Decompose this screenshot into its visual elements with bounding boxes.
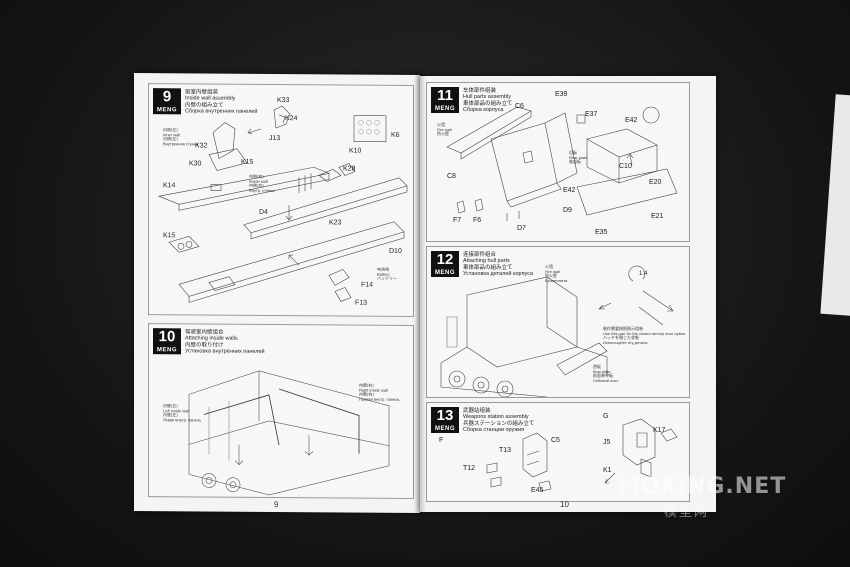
part-label-J13: J13 <box>269 134 281 143</box>
part-label-F13: F13 <box>355 299 368 307</box>
part-label-G: G <box>603 413 609 420</box>
step-9-panel: 9 MENG 驱室内壁组装 Inside wall assembly 内壁の組み… <box>148 83 414 317</box>
step-13-panel: 13 MENG 武器站组装 Weapons station assembly 兵… <box>426 402 690 502</box>
right-page: 11 MENG 车体部件组装 Hull parts assembly 車体部品の… <box>420 76 716 512</box>
part-label-D7: D7 <box>517 225 526 232</box>
part-label-F7: F7 <box>453 217 462 224</box>
page-number: 10 <box>560 500 569 509</box>
part-label-K10: K10 <box>349 147 362 155</box>
part-label-E20: E20 <box>649 179 662 186</box>
step-number: 13 <box>436 407 454 424</box>
step-9-drawing <box>157 105 408 303</box>
part-label-D10: D10 <box>389 247 402 255</box>
part-label-T13: T13 <box>499 447 512 454</box>
part-label-E37: E37 <box>585 111 598 118</box>
part-label-K24: K24 <box>285 115 298 123</box>
step-badge: 11 MENG <box>431 87 459 113</box>
part-label-K23: K23 <box>329 219 342 227</box>
step-number: 12 <box>436 251 454 268</box>
part-label-K6: K6 <box>391 131 400 139</box>
step-13-drawing <box>486 418 678 492</box>
step-badge: 12 MENG <box>431 251 459 277</box>
part-label-E42: E42 <box>625 117 638 124</box>
part-label-E39: E39 <box>555 91 568 98</box>
page-number: 9 <box>274 499 279 510</box>
part-label-J5: J5 <box>603 439 611 446</box>
part-label-D9: D9 <box>563 207 572 214</box>
part-label-C8: C8 <box>447 173 456 180</box>
step-title: 车体部件组装 Hull parts assembly 車体部品の組み立て Сбо… <box>463 88 513 114</box>
part-label-C6: C6 <box>515 103 524 110</box>
part-label-E42-lower: E42 <box>563 187 576 194</box>
part-label-T12: T12 <box>463 465 476 472</box>
step-11-drawing <box>446 106 678 221</box>
part-label-K14: K14 <box>163 182 176 190</box>
part-label-K15: K15 <box>241 158 254 166</box>
part-label-K1: K1 <box>603 467 612 474</box>
step-number: 11 <box>437 87 453 104</box>
part-label-C5: C5 <box>551 437 560 444</box>
step-10-drawing <box>188 370 390 496</box>
part-label-K15-lower: K15 <box>163 232 176 240</box>
step-badge: 13 MENG <box>431 407 459 433</box>
part-label-E45: E45 <box>531 487 544 494</box>
left-page: 9 MENG 驱室内壁组装 Inside wall assembly 内壁の組み… <box>134 73 420 513</box>
step-12-drawing <box>440 265 674 397</box>
brand-mark: MENG <box>435 426 455 432</box>
part-label-K30: K30 <box>189 160 202 168</box>
watermark-subtext: 模型网 <box>664 505 710 520</box>
part-label-F14: F14 <box>361 281 374 289</box>
part-label-C10: C10 <box>619 163 632 170</box>
instruction-booklet: 9 MENG 驱室内壁组装 Inside wall assembly 内壁の組み… <box>128 73 718 514</box>
step-title: 连接部件组合 Attaching hull parts 車体部品の組み立て Ус… <box>463 252 534 278</box>
step-10-panel: 10 MENG 驾驶室内壁组合 Attaching inside walls 内… <box>148 323 414 499</box>
brand-mark: MENG <box>435 106 455 112</box>
step-11-panel: 11 MENG 车体部件组装 Hull parts assembly 車体部品の… <box>426 82 690 242</box>
step-12-panel: 12 MENG 连接部件组合 Attaching hull parts 車体部品… <box>426 246 690 398</box>
brand-mark: MENG <box>435 270 455 276</box>
step-title: 武器站组装 Weapons station assembly 兵器ステーションの… <box>463 408 535 434</box>
part-label-E35: E35 <box>595 229 608 236</box>
booklet-spine-shadow <box>414 74 426 514</box>
part-label-F: F <box>439 437 444 444</box>
part-label-K33: K33 <box>277 97 290 105</box>
part-label-K17: K17 <box>653 427 666 434</box>
part-label-D4: D4 <box>259 208 268 216</box>
watermark-text: MOXING.NET <box>618 474 787 499</box>
part-label-K28: K28 <box>343 165 356 173</box>
part-label-F6: F6 <box>473 217 482 224</box>
part-label-E21: E21 <box>651 213 664 220</box>
ratio-label: 1:4 <box>639 271 648 277</box>
